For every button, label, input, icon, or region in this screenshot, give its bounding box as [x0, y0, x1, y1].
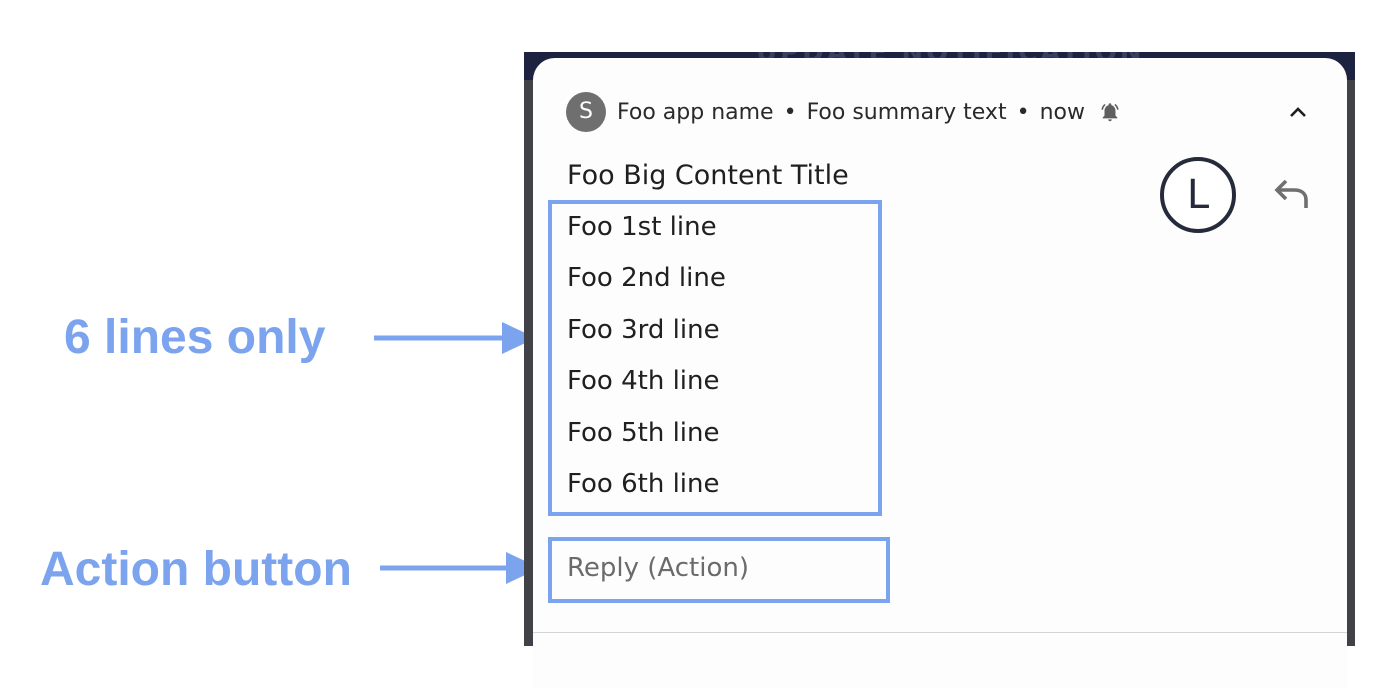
- chevron-up-icon[interactable]: [1286, 100, 1310, 124]
- annotation-action-label: Action button: [40, 543, 352, 596]
- content-line-2: Foo 2nd line: [567, 263, 726, 293]
- header-separator: •: [1016, 99, 1030, 125]
- app-icon: S: [566, 92, 606, 132]
- summary-text: Foo summary text: [806, 99, 1007, 125]
- bell-ring-icon: [1099, 101, 1121, 123]
- notification-time: now: [1039, 99, 1085, 125]
- app-name: Foo app name: [617, 99, 774, 125]
- content-line-3: Foo 3rd line: [567, 315, 720, 345]
- reply-arrow-icon[interactable]: [1270, 176, 1314, 212]
- avatar: L: [1160, 157, 1236, 233]
- header-separator: •: [783, 99, 797, 125]
- lines-highlight-box: [548, 200, 882, 516]
- content-line-6: Foo 6th line: [567, 469, 720, 499]
- annotation-arrow-action: [380, 552, 540, 584]
- content-line-1: Foo 1st line: [567, 212, 717, 242]
- content-line-4: Foo 4th line: [567, 366, 720, 396]
- annotation-lines-label: 6 lines only: [64, 311, 326, 364]
- annotation-arrow-lines: [374, 322, 536, 354]
- reply-action-button[interactable]: Reply (Action): [567, 553, 749, 583]
- action-highlight-box: [548, 537, 890, 603]
- notification-header: Foo app name • Foo summary text • now: [617, 96, 1121, 128]
- content-line-5: Foo 5th line: [567, 418, 720, 448]
- card-divider: [533, 632, 1347, 633]
- big-content-title: Foo Big Content Title: [567, 160, 849, 191]
